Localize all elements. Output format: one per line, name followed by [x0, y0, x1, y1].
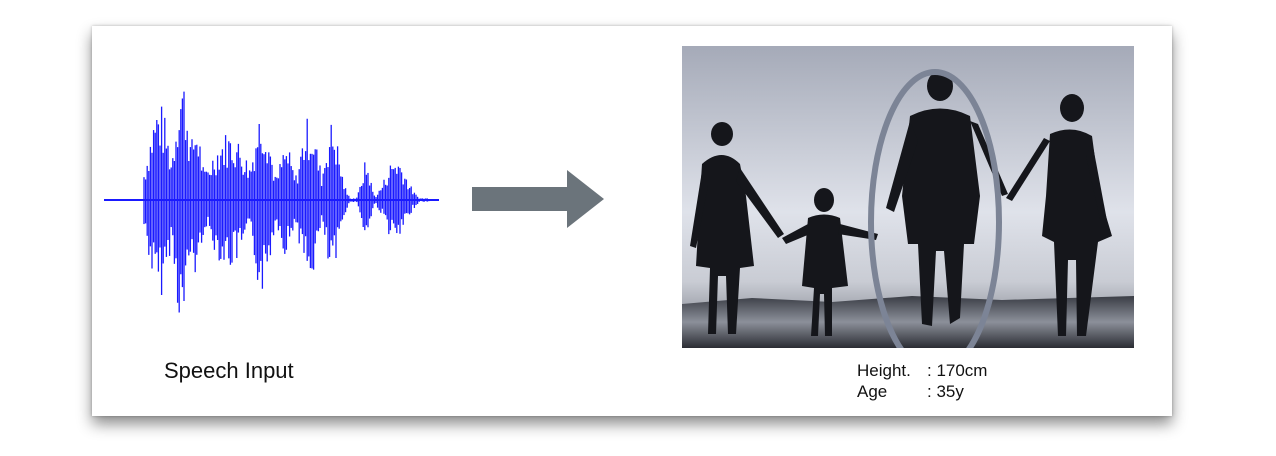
speech-input-label: Speech Input [164, 358, 294, 383]
right-arrow-icon [472, 170, 604, 228]
height-value: : 170cm [927, 361, 988, 380]
age-label: Age [857, 382, 888, 401]
person-info: Height. : 170cm Age : 35y [857, 360, 987, 402]
age-value: : 35y [927, 382, 964, 401]
family-silhouette-image [682, 46, 1134, 348]
height-label: Height. [857, 361, 911, 380]
speech-waveform [104, 91, 439, 313]
age-row: Age : 35y [857, 381, 987, 402]
diagram-card: Speech Input [92, 26, 1172, 416]
height-row: Height. : 170cm [857, 360, 987, 381]
